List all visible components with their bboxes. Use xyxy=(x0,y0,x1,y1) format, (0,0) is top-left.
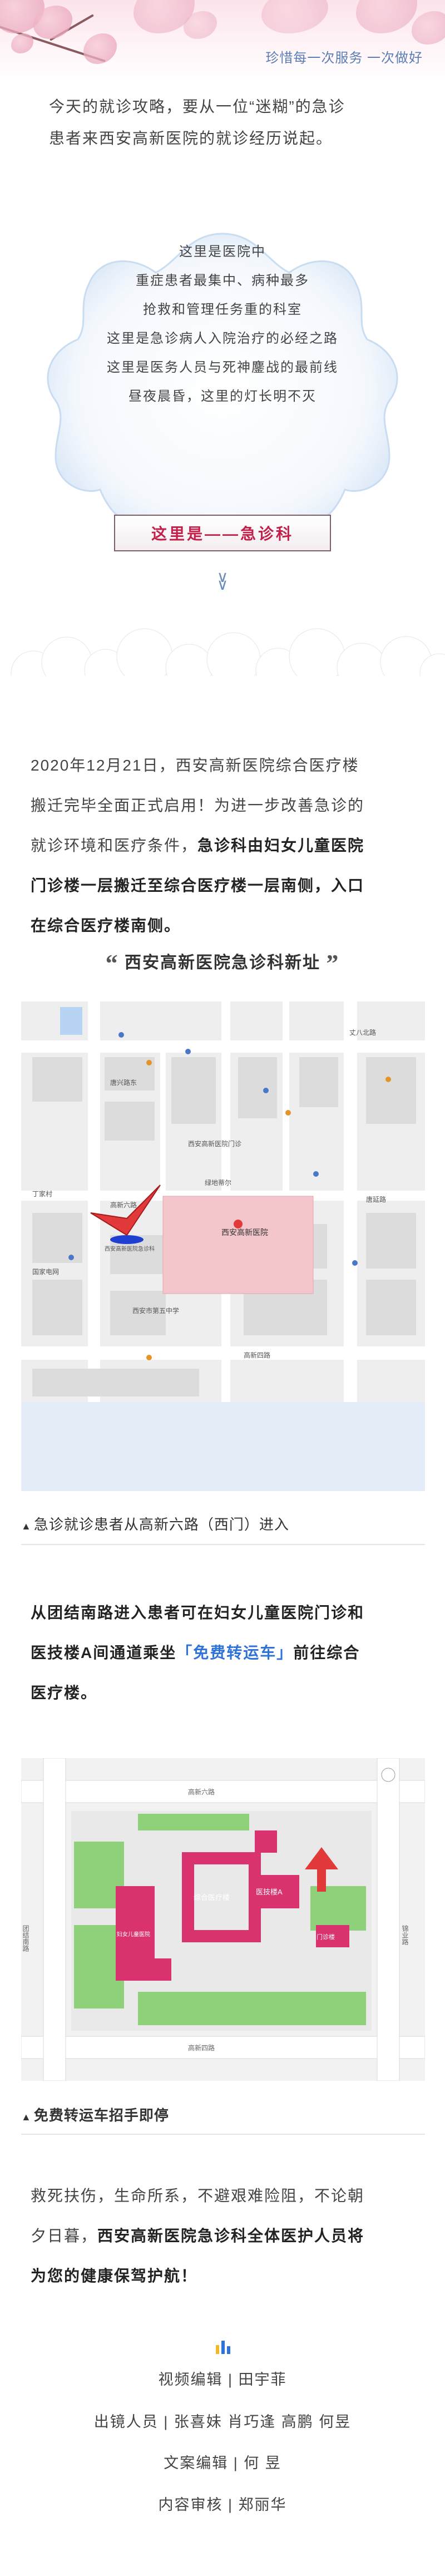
cloud-divider xyxy=(0,628,445,684)
map-label: 高新六路 xyxy=(110,1201,137,1209)
map-label-hospital: 西安高新医院 xyxy=(221,1228,268,1237)
map-label-er: 西安高新医院急诊科 xyxy=(105,1245,155,1252)
transfer-line-3: 医疗楼。 xyxy=(31,1684,98,1701)
transfer-line-2: 医技楼A间通道乘坐「免费转运车」前往综合 xyxy=(31,1644,360,1661)
map2-road-label: 团结南路 xyxy=(22,1925,29,1952)
blossom-decoration xyxy=(412,11,445,45)
credit-cast: 出镜人员 | 张喜妹 肖巧逢 高鹏 何昱 xyxy=(93,2414,352,2430)
divider xyxy=(21,1544,425,1545)
map2-label: 妇女儿童医院 xyxy=(117,1931,150,1938)
location-marker-icon xyxy=(90,1185,161,1244)
map2-label: 门诊楼 xyxy=(317,1933,335,1941)
chevron-down-icon: ∨∨ xyxy=(216,568,229,593)
credit-video: 视频编辑 | 田宇菲 xyxy=(158,2371,287,2388)
announce-line-4: 门诊楼一层搬迁至综合医疗楼一层南侧，入口 xyxy=(31,877,365,894)
map-label: 西安市第五中学 xyxy=(132,1306,179,1315)
map2-label: 医技楼A xyxy=(256,1888,283,1896)
campus-map[interactable]: 综合医疗楼 妇女儿童医院 医技楼A 门诊楼 高新六路 团结南路 高新四路 锦业路 xyxy=(21,1758,425,2081)
map-label: 西安高新医院门诊 xyxy=(188,1139,241,1148)
map-label: 丈八北路 xyxy=(349,1028,376,1037)
announce-line-2: 搬迁完毕全面正式启用！为进一步改善急诊的 xyxy=(31,797,365,814)
header-banner: 珍惜每一次服务 一次做好 xyxy=(0,0,445,83)
blossom-decoration xyxy=(356,0,417,33)
divider xyxy=(21,2134,425,2135)
map-label: 唐兴路东 xyxy=(110,1078,137,1087)
blossom-decoration xyxy=(261,0,328,33)
closing-line-3: 为您的健康保驾护航！ xyxy=(31,2267,198,2284)
transfer-line-1: 从团结南路进入患者可在妇女儿童医院门诊和 xyxy=(31,1604,365,1621)
card-line-5: 这里是医务人员与死神鏖战的最前线 xyxy=(107,360,338,375)
location-map[interactable]: 西安高新医院 绿地蒂尔 唐兴路东 丈八北路 高新六路 丁家村 国家电网 西安高新… xyxy=(21,1001,425,1402)
announce-line-1: 2020年12月21日，西安高新医院综合医疗楼 xyxy=(31,757,359,774)
credit-text: 文案编辑 | 何 昱 xyxy=(164,2455,281,2471)
blossom-decoration xyxy=(83,33,117,64)
blossom-decoration xyxy=(11,33,33,53)
section-title-new-address: “ 西安高新医院急诊科新址 ” xyxy=(105,950,340,977)
card-line-2: 重症患者最集中、病种最多 xyxy=(136,273,309,288)
slogan: 珍惜每一次服务 一次做好 xyxy=(265,51,423,66)
credit-review: 内容审核 | 郑丽华 xyxy=(158,2496,287,2513)
emergency-dept-button[interactable]: 这里是——急诊科 xyxy=(114,515,331,551)
triangle-icon: ▲ xyxy=(21,1521,32,1532)
card-line-3: 抢救和管理任务重的科室 xyxy=(143,302,302,317)
caption-west-gate: ▲急诊就诊患者从高新六路（西门）进入 xyxy=(21,1516,289,1533)
triangle-icon: ▲ xyxy=(21,2111,32,2123)
map-label: 唐延路 xyxy=(366,1195,386,1203)
map-label: 绿地蒂尔 xyxy=(205,1178,231,1187)
closing-line-2: 夕日暮，西安高新医院急诊科全体医护人员将 xyxy=(31,2227,365,2244)
intro-line-1: 今天的就诊攻略，要从一位“迷糊”的急诊 xyxy=(49,98,345,115)
caption-shuttle: ▲免费转运车招手即停 xyxy=(21,2107,169,2124)
announce-line-3: 就诊环境和医疗条件，急诊科由妇女儿童医院 xyxy=(31,837,365,854)
map-label: 丁家村 xyxy=(32,1190,52,1198)
map-label: 高新四路 xyxy=(244,1351,270,1359)
announce-line-5: 在综合医疗楼南侧。 xyxy=(31,917,181,934)
card-line-4: 这里是急诊病人入院治疗的必经之路 xyxy=(107,331,338,346)
bar-chart-icon xyxy=(216,2341,230,2354)
card-line-1: 这里是医院中 xyxy=(179,244,266,259)
map2-label: 综合医疗楼 xyxy=(194,1893,230,1902)
map2-road-label: 高新四路 xyxy=(188,2044,215,2052)
map-label: 国家电网 xyxy=(32,1267,59,1276)
card-line-6: 昼夜晨昏，这里的灯长明不灭 xyxy=(128,389,317,404)
map2-road-label: 高新六路 xyxy=(188,1788,215,1796)
map2-road-label: 锦业路 xyxy=(401,1925,409,1946)
closing-line-1: 救死扶伤，生命所系，不避艰难险阻，不论朝 xyxy=(31,2187,365,2204)
intro-line-2: 患者来西安高新医院的就诊经历说起。 xyxy=(49,130,333,147)
